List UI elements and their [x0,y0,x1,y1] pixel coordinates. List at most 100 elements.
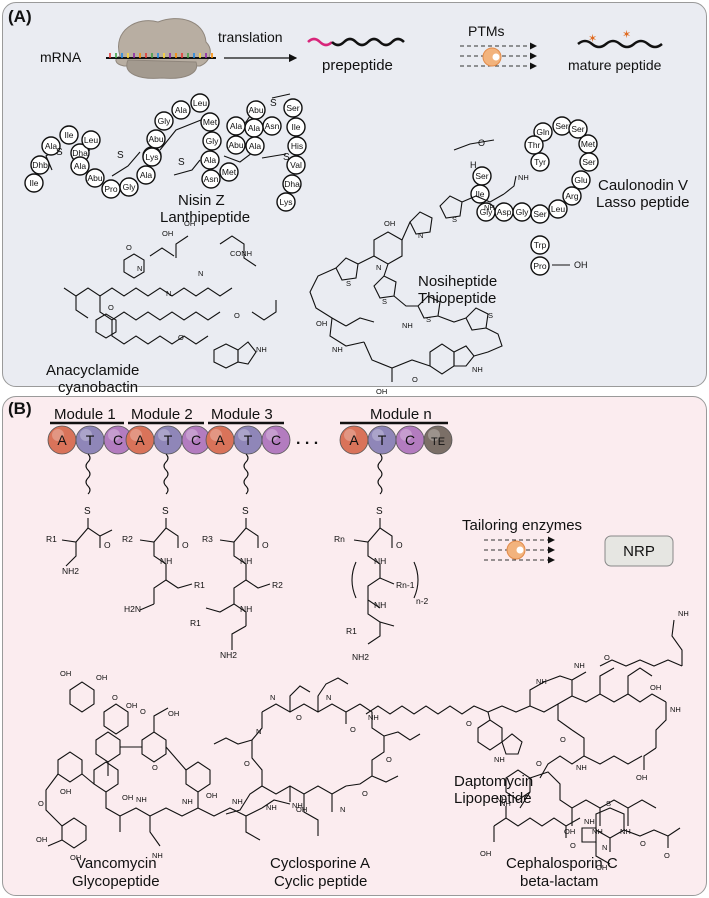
nrp-box: NRP [604,535,674,567]
svg-text:O: O [386,755,392,764]
svg-text:OH: OH [650,683,661,692]
svg-text:Pro: Pro [104,184,118,194]
svg-text:NH: NH [136,795,147,804]
svg-text:S: S [270,98,277,109]
cephalosporin-class: beta-lactam [520,873,598,890]
svg-text:S: S [606,799,611,808]
cephalosporin-atoms: NH OH O NH S N OH O O [480,795,670,872]
svg-text:NH: NH [592,827,603,836]
svg-text:OH: OH [564,827,575,836]
nisin-residue: Ala [226,116,246,136]
svg-text:C: C [271,432,281,448]
svg-text:Ser: Ser [571,124,584,134]
svg-text:Asn: Asn [265,121,280,131]
svg-text:NH: NH [678,609,689,618]
svg-text:Asp: Asp [497,207,512,217]
nrp-label: NRP [623,543,655,560]
svg-text:S: S [382,297,387,306]
svg-text:N: N [256,727,261,736]
svg-text:O: O [182,540,189,550]
svg-text:Gln: Gln [536,127,550,137]
domain-te: TE [423,425,453,455]
svg-text:O: O [140,707,146,716]
nosiheptide-atoms: OH N S N S NH NH S S S OH NH NH OH O NH [316,173,529,396]
tailoring-enzymes-label: Tailoring enzymes [462,517,582,534]
svg-text:S: S [426,315,431,324]
svg-text:Ser: Ser [533,209,546,219]
translation-label: translation [218,29,283,45]
cephalosporin-skeleton [493,806,681,865]
caulonodin-residue: Ser [552,116,572,136]
svg-text:Ala: Ala [204,155,217,165]
svg-text:OH: OH [60,787,71,796]
svg-text:O: O [412,375,418,384]
vancomycin-atoms: OH OH O O OH OH OH OH O OH O NH NH NH NH… [36,669,303,862]
svg-text:T: T [164,432,173,448]
svg-text:NH: NH [494,755,505,764]
svg-text:S: S [84,506,91,517]
svg-text:NH: NH [670,705,681,714]
caulonodin-residue: Ser [579,152,599,172]
nisin-residue: Asn [201,169,221,189]
caulonodin-residue: Gly [476,202,496,222]
svg-text:Pro: Pro [533,261,547,271]
svg-text:N: N [326,693,331,702]
svg-text:T: T [86,432,95,448]
svg-text:OH: OH [316,319,327,328]
svg-text:Ile: Ile [30,178,39,188]
svg-text:NH: NH [496,795,507,804]
module-ellipsis: . . . [296,431,318,448]
caulonodin-residue: Arg [562,186,582,206]
caulonodin-residue: Glu [571,170,591,190]
cyclosporine-atoms: N O N O NH O N O NH OH N O [244,693,392,814]
nisin-residue: Ala [41,136,61,156]
svg-text:Dha: Dha [284,179,300,189]
module-headers: Module 1 Module 2 Module 3 Module n [50,406,448,425]
nisin-residue: Leu [190,93,210,113]
svg-text:Ala: Ala [248,123,261,133]
daptomycin-class: Lipopeptide [454,790,532,807]
svg-text:A: A [215,432,225,448]
svg-text:Ile: Ile [476,189,485,199]
nisin-residue: Ala [136,165,156,185]
svg-text:Dhb: Dhb [32,160,48,170]
svg-text:NH: NH [182,797,193,806]
svg-text:S: S [178,157,185,168]
cyclosporine-class: Cyclic peptide [274,873,367,890]
svg-text:S: S [376,506,383,517]
ptms-label: PTMs [468,23,505,39]
svg-text:NH: NH [484,203,495,212]
svg-text:N: N [340,805,345,814]
svg-text:Lys: Lys [146,152,159,162]
svg-text:H2N: H2N [124,604,141,614]
svg-text:OH: OH [296,805,307,814]
svg-text:OH: OH [162,229,173,238]
nisin-residue: Gly [119,177,139,197]
anacyclamide-class: cyanobactin [58,379,138,396]
thioester-sulfurs: S S S S [84,506,383,517]
svg-text:OH: OH [206,791,217,800]
svg-text:Lys: Lys [280,197,293,207]
svg-text:n-2: n-2 [416,596,429,606]
svg-text:S: S [117,150,124,161]
svg-text:Abu: Abu [148,134,163,144]
svg-text:O: O [244,759,250,768]
svg-text:Abu: Abu [228,140,243,150]
svg-text:Met: Met [203,117,218,127]
caulonodin-residue: Asp [494,202,514,222]
svg-text:His: His [291,141,303,151]
svg-text:CONH: CONH [230,249,252,258]
caulonodin-name: Caulonodin V [598,177,688,194]
svg-text:Ala: Ala [45,141,58,151]
svg-text:OH: OH [480,849,491,858]
svg-text:NH: NH [574,661,585,670]
nisin-residue: Val [286,155,306,175]
domain-a: A [47,425,77,455]
svg-text:OH: OH [70,853,81,862]
svg-text:Rn-1: Rn-1 [396,580,415,590]
svg-text:NH: NH [576,763,587,772]
svg-text:N: N [137,264,142,273]
nisin-z-structure: IleDhbAlaIleDhaLeuAlaAbuProGlyAlaLysAbuG… [24,93,307,212]
